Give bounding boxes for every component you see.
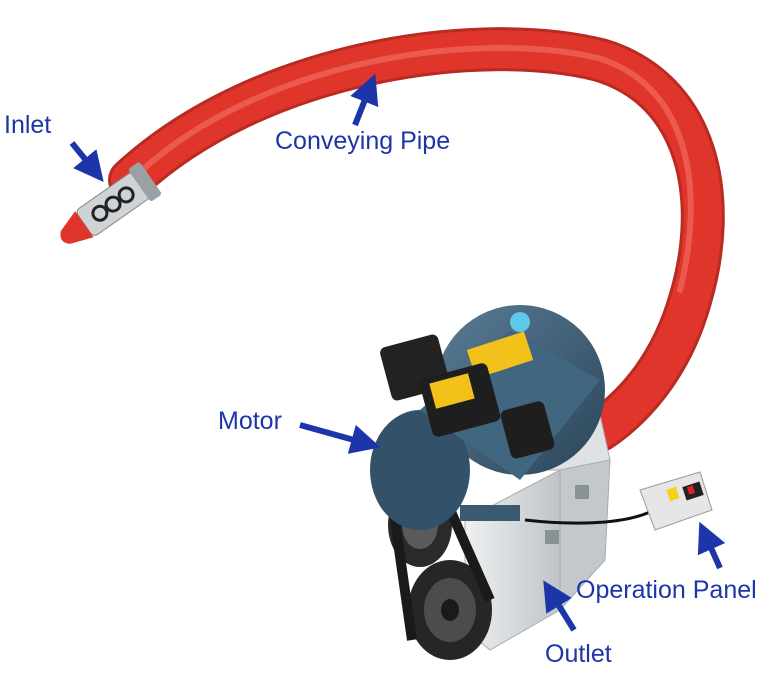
conveying-pipe-label: Conveying Pipe [275,127,451,155]
outlet-label: Outlet [545,640,612,668]
conveying-pipe [108,27,725,452]
motor-label: Motor [218,407,282,435]
operation-panel-label: Operation Panel [576,576,757,604]
operation-panel [524,471,713,531]
inlet-nozzle [60,162,162,244]
motor-arrow [299,422,381,454]
conveying-pipe-arrow [350,73,379,127]
inlet-arrow [69,141,104,182]
operation-panel-arrow [697,521,726,570]
inlet-label: Inlet [4,111,52,139]
motor [370,305,605,530]
outlet-arrow [543,580,577,632]
callout-arrows [69,73,726,632]
